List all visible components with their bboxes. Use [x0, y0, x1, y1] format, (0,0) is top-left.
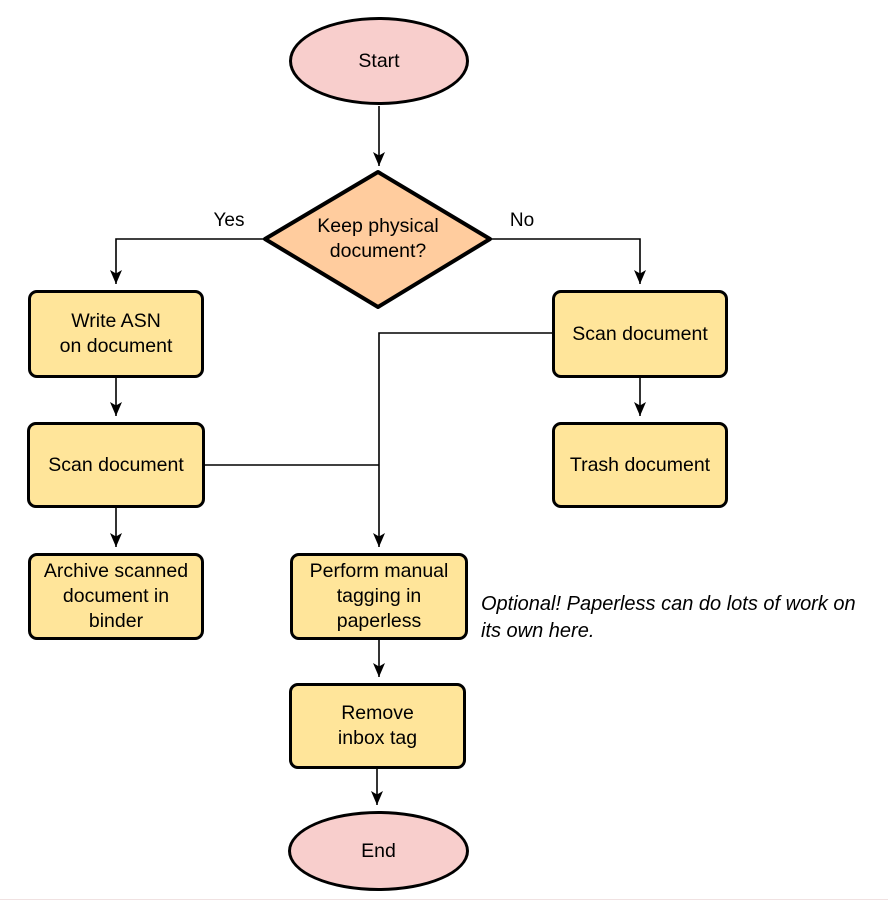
node-manual-tagging: Perform manual tagging in paperless — [290, 553, 468, 640]
annotation-optional-note: Optional! Paperless can do lots of work … — [481, 593, 856, 642]
edge-decision-scanright-no — [490, 238, 646, 284]
decision-diamond-shape — [263, 170, 492, 309]
node-write-asn-label: Write ASN on document — [59, 310, 173, 357]
node-remove-inbox-tag-label: Remove inbox tag — [337, 702, 418, 749]
node-scan-document-right: Scan document — [552, 290, 728, 378]
node-trash-document: Trash document — [552, 422, 728, 508]
node-scan-document-right-label: Scan document — [572, 322, 708, 345]
edge-label-yes: Yes — [213, 210, 245, 231]
node-scan-document-left-label: Scan document — [48, 453, 184, 476]
node-start-label: Start — [358, 49, 400, 72]
node-trash-document-label: Trash document — [569, 453, 711, 476]
bottom-edge-divider — [0, 899, 888, 900]
node-end: End — [288, 811, 469, 891]
node-archive-binder-label: Archive scanned document in binder — [43, 560, 189, 632]
edge-scanright-tagging — [373, 332, 552, 547]
edge-decision-writeasn-yes — [110, 238, 265, 284]
node-archive-binder: Archive scanned document in binder — [28, 553, 204, 640]
node-manual-tagging-label: Perform manual tagging in paperless — [309, 560, 449, 632]
node-decision: Keep physical document? — [288, 209, 468, 269]
node-start: Start — [289, 17, 469, 105]
edge-label-no: No — [509, 210, 535, 231]
node-scan-document-left: Scan document — [27, 422, 205, 508]
node-decision-label: Keep physical document? — [317, 215, 439, 262]
node-write-asn: Write ASN on document — [28, 290, 204, 378]
node-remove-inbox-tag: Remove inbox tag — [289, 683, 466, 769]
node-end-label: End — [361, 839, 396, 862]
